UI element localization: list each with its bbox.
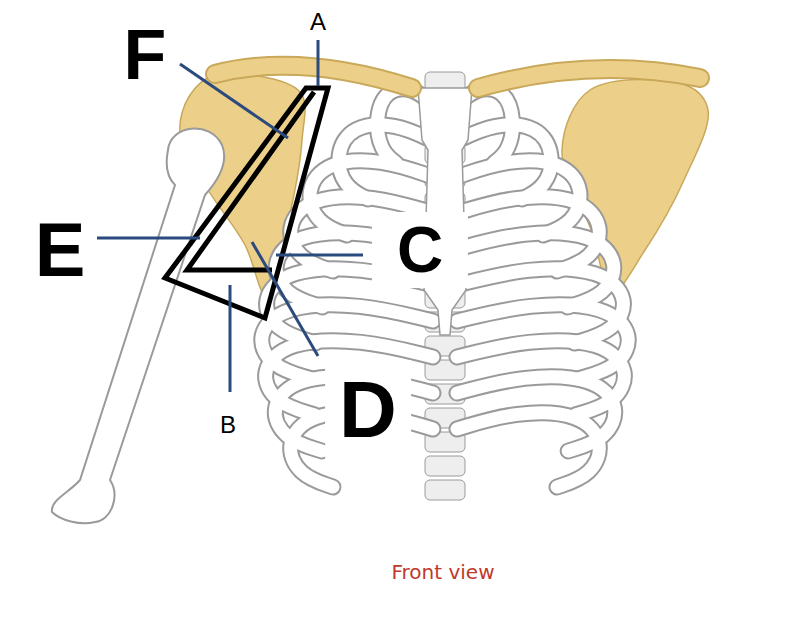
caption: Front view <box>392 562 495 582</box>
clavicle-outline <box>478 69 700 88</box>
callout-letter: D <box>325 360 411 460</box>
clavicle <box>215 66 412 88</box>
leader-line <box>252 242 318 356</box>
clavicle-outline <box>215 66 412 88</box>
leader-line <box>317 40 320 86</box>
humerus <box>52 129 224 524</box>
vertebra <box>425 456 465 476</box>
callout-letter: B <box>220 413 236 437</box>
triangle-outline <box>165 88 328 318</box>
ribs <box>262 89 628 487</box>
leader-line <box>180 64 288 138</box>
callout-letter: A <box>310 10 326 34</box>
clavicle <box>478 69 700 88</box>
vertebra <box>425 480 465 500</box>
leader-line <box>276 254 363 257</box>
callout-letter: F <box>124 20 167 90</box>
leader-line <box>229 285 232 392</box>
leader-line <box>97 237 200 240</box>
callout-letter: E <box>35 212 86 288</box>
triangle-inner-line <box>187 92 314 270</box>
callout-letter: C <box>372 212 468 288</box>
rib <box>457 413 599 487</box>
triangle-outline <box>165 88 328 318</box>
